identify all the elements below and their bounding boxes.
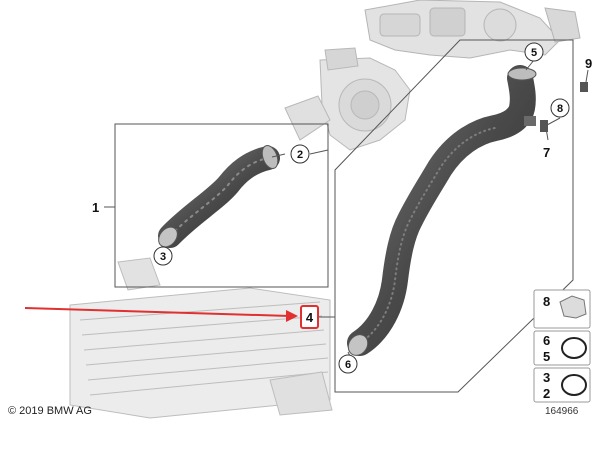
callout-5-label: 5 bbox=[531, 47, 537, 59]
hose-part-4 bbox=[347, 65, 588, 356]
diagram-number: 164966 bbox=[545, 406, 579, 417]
callout-6-label: 6 bbox=[345, 359, 351, 371]
legend-label-2: 2 bbox=[543, 386, 550, 401]
label-4: 4 bbox=[306, 310, 314, 325]
hose-part-2 bbox=[158, 144, 280, 248]
engine-ghost-illustration bbox=[364, 0, 581, 59]
assembly-4-frame bbox=[334, 39, 574, 393]
assembly-1-frame bbox=[114, 123, 329, 288]
callout-5: 5 bbox=[524, 42, 544, 62]
intercooler-ghost-illustration bbox=[69, 257, 333, 419]
turbo-ghost-illustration bbox=[284, 47, 411, 151]
red-arrow-icon bbox=[24, 307, 298, 322]
callout-8-label: 8 bbox=[557, 103, 563, 115]
legend-label-6: 6 bbox=[543, 333, 550, 348]
callout-8: 8 bbox=[550, 98, 570, 118]
callout-3-label: 3 bbox=[160, 251, 166, 263]
callout-2: 2 bbox=[290, 144, 310, 164]
legend-panel: 8 6 5 3 2 bbox=[533, 289, 591, 403]
seal-ring-icon bbox=[561, 374, 587, 396]
label-9: 9 bbox=[585, 56, 592, 71]
label-7: 7 bbox=[543, 145, 550, 160]
callout-4-highlight: 4 bbox=[300, 305, 319, 329]
callout-6: 6 bbox=[338, 354, 358, 374]
legend-label-3: 3 bbox=[543, 370, 550, 385]
label-1: 1 bbox=[92, 200, 99, 215]
legend-label-8: 8 bbox=[543, 294, 550, 309]
o-ring-icon bbox=[561, 337, 587, 359]
callout-2-label: 2 bbox=[297, 149, 303, 161]
callout-3: 3 bbox=[153, 246, 173, 266]
bracket-icon bbox=[559, 295, 587, 319]
legend-label-5: 5 bbox=[543, 349, 550, 364]
copyright-text: © 2019 BMW AG bbox=[8, 405, 92, 417]
